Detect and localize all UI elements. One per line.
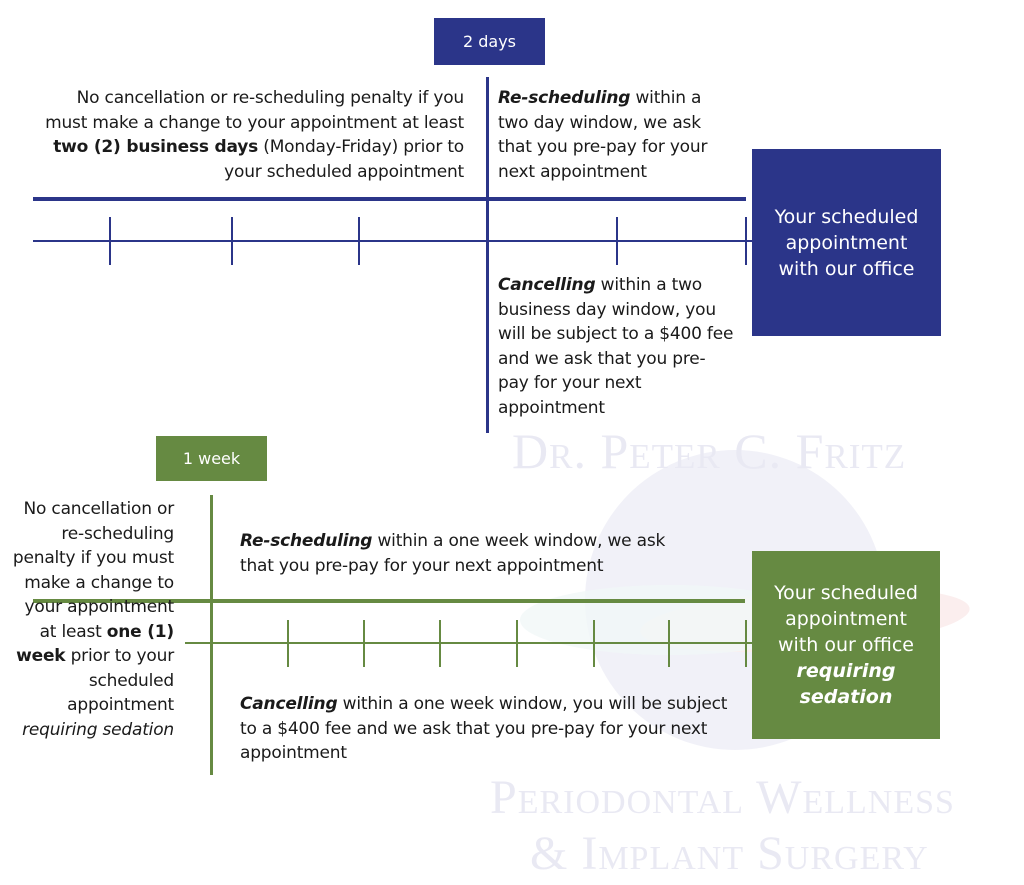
two-day-timeline bbox=[33, 240, 752, 242]
two-day-thick-line bbox=[33, 197, 746, 201]
tick bbox=[358, 217, 360, 265]
one-week-appointment-box: Your scheduled appointment with our offi… bbox=[752, 551, 940, 739]
one-week-divider-line bbox=[210, 495, 213, 775]
one-week-thick-line bbox=[33, 599, 745, 603]
two-day-cancel-text: Cancelling within a two business day win… bbox=[498, 275, 734, 418]
watermark-line1: Periodontal Wellness bbox=[490, 771, 955, 824]
one-week-reschedule-text: Re-scheduling within a one week window, … bbox=[240, 531, 666, 576]
tick bbox=[616, 217, 618, 265]
tick bbox=[363, 620, 365, 667]
watermark-line2: & Implant Surgery bbox=[530, 827, 929, 880]
one-week-tag-label: 1 week bbox=[182, 449, 241, 468]
watermark-name: Dr. Peter C. Fritz bbox=[512, 423, 907, 479]
tick bbox=[745, 620, 747, 667]
two-day-no-penalty-text: No cancellation or re-scheduling penalty… bbox=[45, 88, 464, 182]
two-day-appointment-box: Your scheduled appointment with our offi… bbox=[752, 149, 941, 336]
one-week-tag: 1 week bbox=[156, 436, 267, 481]
tick bbox=[516, 620, 518, 667]
two-day-divider-line bbox=[486, 77, 489, 433]
tick bbox=[745, 217, 747, 265]
appointment-box-sedation: requiring sedation bbox=[796, 660, 896, 708]
one-week-no-penalty-text: No cancellation or re-scheduling penalty… bbox=[12, 499, 174, 740]
tick bbox=[287, 620, 289, 667]
two-days-tag: 2 days bbox=[434, 18, 545, 65]
appointment-box-label: Your scheduled appointment with our offi… bbox=[774, 582, 918, 656]
tick bbox=[593, 620, 595, 667]
tick bbox=[109, 217, 111, 265]
two-day-reschedule-text: Re-scheduling within a two day window, w… bbox=[498, 88, 708, 182]
one-week-cancel-text: Cancelling within a one week window, you… bbox=[240, 694, 728, 763]
tick bbox=[668, 620, 670, 667]
tick bbox=[439, 620, 441, 667]
two-days-tag-label: 2 days bbox=[462, 32, 517, 51]
tick bbox=[231, 217, 233, 265]
one-week-timeline bbox=[185, 642, 752, 644]
appointment-box-label: Your scheduled appointment with our offi… bbox=[774, 205, 919, 280]
